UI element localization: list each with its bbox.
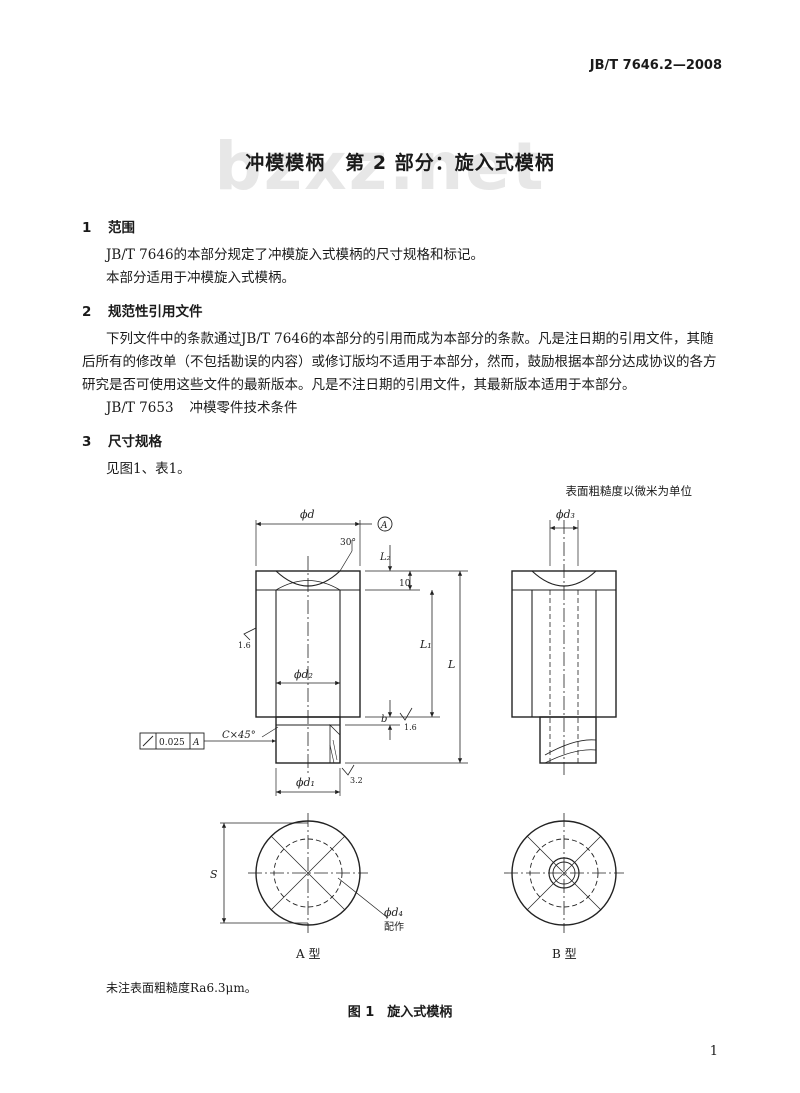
roughness-footnote: 未注表面粗糙度Ra6.3μm。 [106, 981, 257, 995]
dim-b: b [381, 714, 387, 725]
dim-L: L [447, 658, 455, 671]
section-title: 尺寸规格 [108, 434, 162, 450]
section-title: 范围 [108, 220, 135, 236]
type-b-top-view [504, 813, 624, 933]
page-title: 冲模模柄 第 2 部分：旋入式模柄 [245, 152, 555, 174]
section-1-paragraph-2: 本部分适用于冲模旋入式模柄。 [106, 270, 295, 286]
reference-code: JB/T 7653 [106, 400, 174, 416]
dim-l2: L₂ [379, 552, 391, 563]
section-number: 2 [82, 304, 92, 320]
standard-number: JB/T 7646.2—2008 [589, 58, 722, 73]
roughness-value-a: 1.6 [238, 641, 251, 650]
tolerance-value: 0.025 [159, 738, 185, 748]
type-b-front-view [511, 520, 617, 775]
reference-title: 冲模零件技术条件 [189, 400, 298, 416]
section-2-paragraph-1: 下列文件中的条款通过JB/T 7646的本部分的引用而成为本部分的条款。凡是注日… [82, 331, 717, 393]
angle-label: 30° [340, 538, 356, 548]
chamfer-label: C×45° [222, 730, 256, 741]
roughness-value-b: 1.6 [404, 723, 417, 732]
dim-phi-d2: ϕd₂ [294, 668, 313, 681]
roughness-unit-note: 表面粗糙度以微米为单位 [565, 484, 693, 498]
normative-reference: JB/T 7653 冲模零件技术条件 [106, 397, 298, 420]
dim-l1: L₁ [419, 638, 432, 651]
dim-phi-d1: ϕd₁ [296, 776, 315, 789]
dim-phi-d4: ϕd₄ [384, 906, 403, 919]
dim-ten: 10 [399, 579, 411, 589]
fit-note: 配作 [384, 921, 404, 933]
section-3-heading: 3 尺寸规格 [82, 430, 162, 450]
tolerance-datum: A [192, 738, 200, 748]
section-title: 规范性引用文件 [108, 304, 203, 320]
section-number: 3 [82, 434, 92, 450]
type-a-label: A 型 [296, 947, 321, 961]
type-a-front-view [139, 516, 468, 796]
watermark: bzxz.net [214, 128, 546, 205]
section-1-heading: 1 范围 [82, 216, 135, 236]
section-number: 1 [82, 220, 92, 236]
dim-S: S [210, 868, 218, 881]
type-b-label: B 型 [552, 947, 577, 961]
roughness-value-c: 3.2 [350, 776, 363, 785]
type-a-top-view [220, 813, 389, 933]
datum-a-label: A [380, 521, 388, 531]
figure-caption: 图 1 旋入式模柄 [347, 1005, 453, 1020]
section-1-paragraph-1: JB/T 7646的本部分规定了冲模旋入式模柄的尺寸规格和标记。 [106, 247, 485, 263]
section-2-heading: 2 规范性引用文件 [82, 300, 203, 320]
dim-phi-d: ϕd [300, 508, 315, 521]
section-3-paragraph-1: 见图1、表1。 [106, 461, 191, 477]
dim-phi-d3: ϕd₃ [556, 508, 575, 521]
page-number: 1 [709, 1044, 718, 1059]
